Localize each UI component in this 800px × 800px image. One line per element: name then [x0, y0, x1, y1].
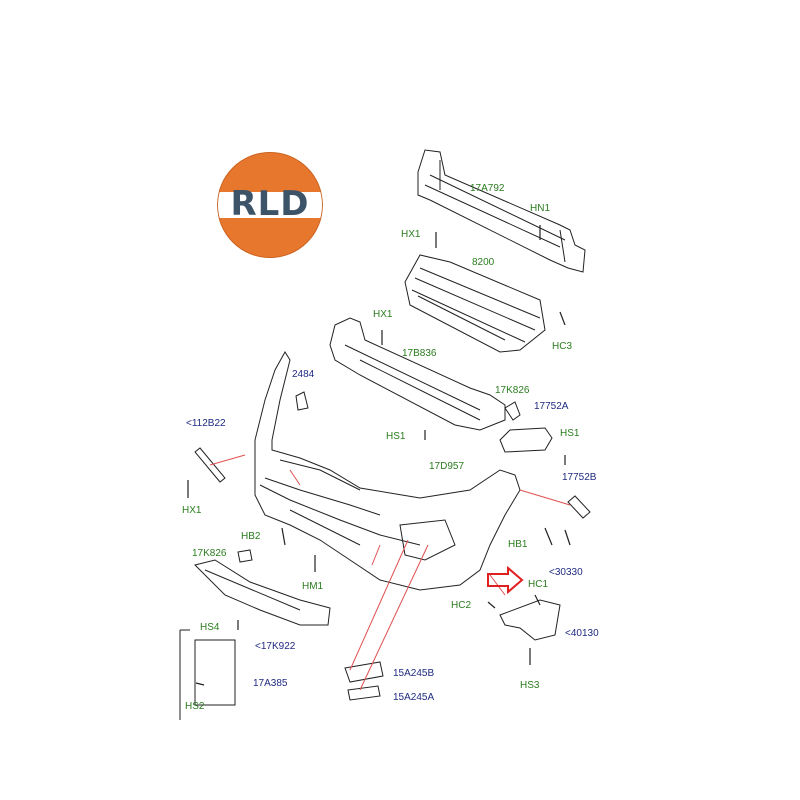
label-hm1: HM1 [302, 581, 324, 592]
logo-text: RLD [230, 184, 310, 224]
label-17b836: 17B836 [402, 348, 437, 359]
upper-panel-part [329, 317, 506, 431]
label-17d957: 17D957 [429, 461, 465, 472]
label-17k826-left: 17K826 [192, 548, 227, 559]
label-hx1-left: HX1 [182, 505, 202, 516]
label-hs4: HS4 [200, 622, 220, 633]
label-hs1-right: HS1 [560, 428, 580, 439]
bracket-part [504, 401, 521, 421]
label-17a792: 17A792 [470, 183, 505, 194]
label-40130: <40130 [565, 628, 599, 639]
rld-logo: RLD [217, 152, 323, 258]
reflector-bracket-part [499, 427, 553, 453]
logo-ring [217, 152, 323, 258]
label-hc3: HC3 [552, 341, 573, 352]
label-30330: <30330 [549, 567, 583, 578]
label-2484: 2484 [292, 369, 315, 380]
label-17k826-right: 17K826 [495, 385, 530, 396]
label-112b22: <112B22 [186, 418, 226, 429]
fasteners [187, 225, 571, 686]
bumper-cover-part [254, 351, 521, 591]
label-hx1-mid: HX1 [373, 309, 393, 320]
label-hc2: HC2 [451, 600, 472, 611]
label-15a245a: 15A245A [393, 692, 435, 703]
label-17k922: <17K922 [255, 641, 296, 652]
grille-part [404, 254, 546, 353]
label-17752a: 17752A [534, 401, 569, 412]
label-hs3: HS3 [520, 680, 540, 691]
bracket-left-part [237, 549, 253, 563]
label-hb2: HB2 [241, 531, 261, 542]
label-hs2: HS2 [185, 701, 205, 712]
lower-spoiler-part [194, 559, 331, 626]
side-reflector-part [194, 447, 226, 483]
label-hb1: HB1 [508, 539, 528, 550]
tow-cover-b-part [344, 661, 384, 683]
label-hx1-top: HX1 [401, 229, 421, 240]
callout-lines [209, 454, 571, 691]
license-plate-part [179, 629, 236, 720]
tow-cover-a-part [347, 685, 381, 701]
label-8200: 8200 [472, 257, 495, 268]
highlight-arrow [487, 565, 524, 595]
label-17a385: 17A385 [253, 678, 288, 689]
side-bracket-part [499, 599, 561, 641]
side-reflector-right-part [567, 495, 591, 519]
label-hn1: HN1 [530, 203, 551, 214]
label-hc1: HC1 [528, 579, 549, 590]
bumper-beam-part [417, 149, 586, 273]
label-15a245b: 15A245B [393, 668, 435, 679]
label-hs1-left: HS1 [386, 431, 406, 442]
label-17752b: 17752B [562, 472, 597, 483]
clip-part [295, 391, 309, 411]
